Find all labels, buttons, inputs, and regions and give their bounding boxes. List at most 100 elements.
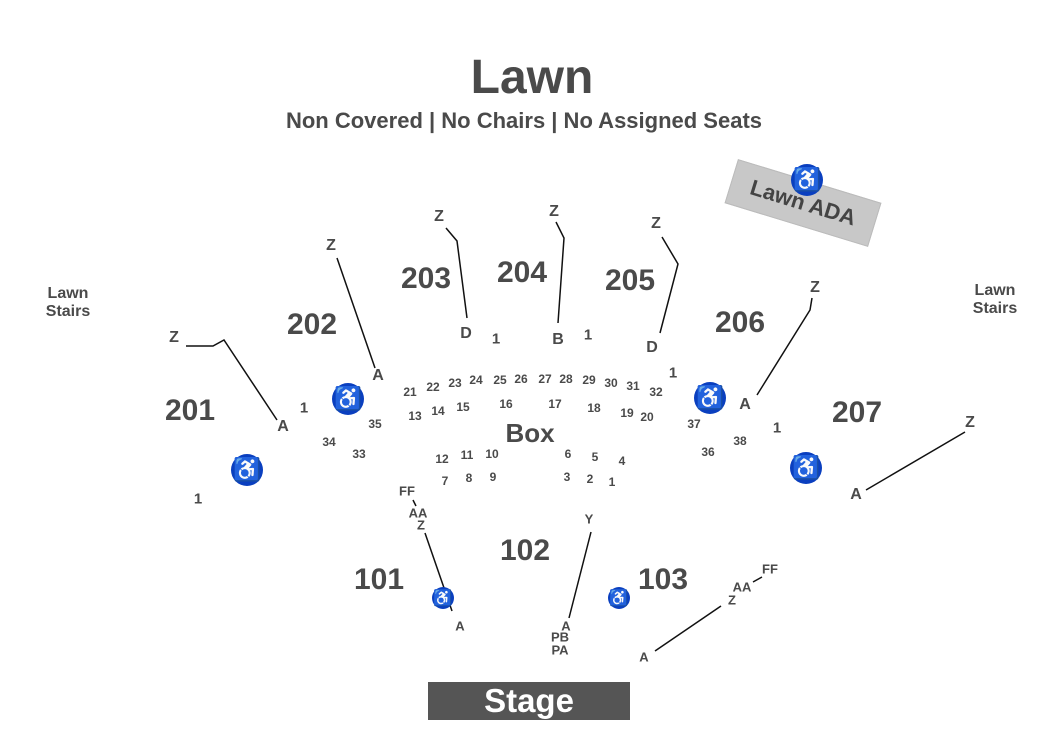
stage-label: Stage xyxy=(484,682,574,719)
box-19[interactable]: 19 xyxy=(620,406,634,420)
box-31[interactable]: 31 xyxy=(626,379,640,393)
box-12[interactable]: 12 xyxy=(435,452,449,466)
row-line-101a xyxy=(412,499,417,507)
row-line-207 xyxy=(865,431,966,491)
row-line-103 xyxy=(654,605,722,652)
box-20[interactable]: 20 xyxy=(640,410,654,424)
row-label: FF xyxy=(762,561,778,577)
box-18[interactable]: 18 xyxy=(587,401,601,415)
box-7[interactable]: 7 xyxy=(441,474,449,488)
row-line-103a xyxy=(752,576,763,583)
box-34[interactable]: 34 xyxy=(322,435,336,449)
box-22[interactable]: 22 xyxy=(426,380,440,394)
box-10[interactable]: 10 xyxy=(485,447,499,461)
row-label: A xyxy=(850,486,862,503)
row-label: Z xyxy=(434,208,444,225)
box-2[interactable]: 2 xyxy=(586,472,594,486)
wheelchair-icon[interactable]: ♿ xyxy=(432,587,454,609)
row-label: Z xyxy=(169,329,179,346)
seat-label: 1 xyxy=(583,326,593,344)
row-line-205 xyxy=(659,236,679,334)
row-label: D xyxy=(460,325,472,342)
section-202[interactable]: 202 xyxy=(286,308,338,341)
row-label: Z xyxy=(549,203,559,220)
box-label: Box xyxy=(505,418,555,448)
lawn-stairs-left[interactable]: Lawn Stairs xyxy=(45,285,91,320)
row-label: B xyxy=(552,331,564,348)
row-label: D xyxy=(646,339,658,356)
lawn-stairs-right[interactable]: Lawn Stairs xyxy=(972,282,1018,317)
box-3[interactable]: 3 xyxy=(563,470,571,484)
row-label: Z xyxy=(810,279,820,296)
row-label: AA xyxy=(732,579,752,595)
box-6[interactable]: 6 xyxy=(564,447,572,461)
box-37[interactable]: 37 xyxy=(687,417,701,431)
box-28[interactable]: 28 xyxy=(559,372,573,386)
row-label: A xyxy=(372,367,384,384)
box-5[interactable]: 5 xyxy=(591,450,599,464)
row-line-206 xyxy=(756,297,813,396)
box-13[interactable]: 13 xyxy=(408,409,422,423)
box-9[interactable]: 9 xyxy=(489,470,497,484)
box-17[interactable]: 17 xyxy=(548,397,562,411)
box-38[interactable]: 38 xyxy=(733,434,747,448)
section-101[interactable]: 101 xyxy=(353,563,405,596)
section-203[interactable]: 203 xyxy=(400,262,452,295)
row-label: Z xyxy=(326,237,336,254)
box-29[interactable]: 29 xyxy=(582,373,596,387)
box-30[interactable]: 30 xyxy=(604,376,618,390)
box-11[interactable]: 11 xyxy=(460,448,474,462)
section-102[interactable]: 102 xyxy=(499,534,551,567)
box-33[interactable]: 33 xyxy=(352,447,366,461)
box-35[interactable]: 35 xyxy=(368,417,382,431)
row-label: A xyxy=(277,418,289,435)
box-25[interactable]: 25 xyxy=(493,373,507,387)
box-21[interactable]: 21 xyxy=(403,385,417,399)
wheelchair-icon[interactable]: ♿ xyxy=(791,164,823,196)
wheelchair-icon[interactable]: ♿ xyxy=(694,382,726,414)
seat-label: 1 xyxy=(772,419,782,437)
box-27[interactable]: 27 xyxy=(538,372,552,386)
box-24[interactable]: 24 xyxy=(469,373,483,387)
row-label: Y xyxy=(584,511,594,527)
box-4[interactable]: 4 xyxy=(618,454,626,468)
stage: Stage xyxy=(428,682,630,720)
section-205[interactable]: 205 xyxy=(604,264,656,297)
box-16[interactable]: 16 xyxy=(499,397,513,411)
box-26[interactable]: 26 xyxy=(514,372,528,386)
section-201[interactable]: 201 xyxy=(164,394,216,427)
section-207[interactable]: 207 xyxy=(831,396,883,429)
page-title: Lawn xyxy=(470,51,594,104)
box-15[interactable]: 15 xyxy=(456,400,470,414)
row-label: A xyxy=(639,649,649,665)
row-label: AA xyxy=(408,505,428,521)
row-line-201 xyxy=(186,339,278,421)
row-label: Z xyxy=(965,414,975,431)
row-label: A xyxy=(561,618,571,634)
row-line-204 xyxy=(555,221,565,324)
seat-label: 1 xyxy=(193,490,203,508)
wheelchair-icon[interactable]: ♿ xyxy=(332,383,364,415)
box-32[interactable]: 32 xyxy=(649,385,663,399)
section-103[interactable]: 103 xyxy=(637,563,689,596)
box-14[interactable]: 14 xyxy=(431,404,445,418)
box-23[interactable]: 23 xyxy=(448,376,462,390)
page-subtitle: Non Covered | No Chairs | No Assigned Se… xyxy=(285,108,763,133)
row-line-203 xyxy=(445,227,468,319)
row-line-102 xyxy=(568,531,592,619)
section-204[interactable]: 204 xyxy=(496,256,548,289)
row-label: A xyxy=(455,618,465,634)
wheelchair-icon[interactable]: ♿ xyxy=(790,452,822,484)
wheelchair-icon[interactable]: ♿ xyxy=(608,587,630,609)
row-label: A xyxy=(739,396,751,413)
box-1[interactable]: 1 xyxy=(608,475,616,489)
wheelchair-icon[interactable]: ♿ xyxy=(231,454,263,486)
row-label: PB xyxy=(550,629,570,645)
seat-label: 1 xyxy=(491,330,501,348)
row-label: Z xyxy=(728,592,736,608)
row-label: Z xyxy=(651,215,661,232)
section-206[interactable]: 206 xyxy=(714,306,766,339)
box-8[interactable]: 8 xyxy=(465,471,473,485)
box-36[interactable]: 36 xyxy=(701,445,715,459)
